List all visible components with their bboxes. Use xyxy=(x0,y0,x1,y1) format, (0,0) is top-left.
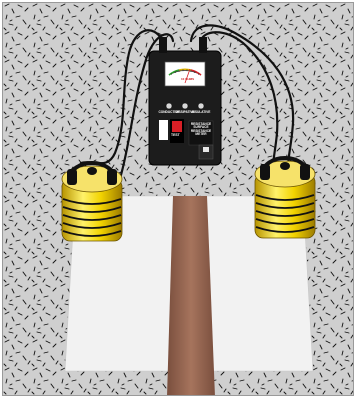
copper-strip xyxy=(167,196,215,396)
resistance-meter xyxy=(149,37,221,165)
right-electrode-clip-right xyxy=(300,164,310,180)
conductive-led xyxy=(166,103,172,109)
right-jack xyxy=(199,37,207,53)
terminal-label-insulative: INSULATIVE xyxy=(190,111,212,114)
dial-scale-label: 10 OHMS xyxy=(181,78,194,81)
test-button-label: TEST xyxy=(171,134,180,137)
test-key-plate xyxy=(159,120,168,140)
speckled-work-surface: 10 OHMS CONDUCTIVE DISSIPATIVE INSULATIV… xyxy=(2,2,354,396)
mode-label: RESISTANCE SURFACE RESISTANCE METER xyxy=(190,123,212,136)
left-electrode-clip-right xyxy=(107,169,117,185)
dial-yellow-zone xyxy=(179,69,191,70)
left-electrode-socket xyxy=(87,167,97,175)
dissipative-led xyxy=(182,103,188,109)
left-jack xyxy=(159,37,167,53)
left-electrode xyxy=(62,163,122,241)
right-electrode-clip-left xyxy=(260,164,270,180)
right-electrode xyxy=(255,158,315,238)
right-electrode-socket xyxy=(280,162,290,170)
left-electrode-clip-left xyxy=(67,169,77,185)
illustration xyxy=(3,3,354,396)
insulative-led xyxy=(198,103,204,109)
test-button[interactable] xyxy=(172,121,182,132)
mode-label-line-4: METER xyxy=(190,133,212,136)
range-switch-knob[interactable] xyxy=(203,147,209,152)
